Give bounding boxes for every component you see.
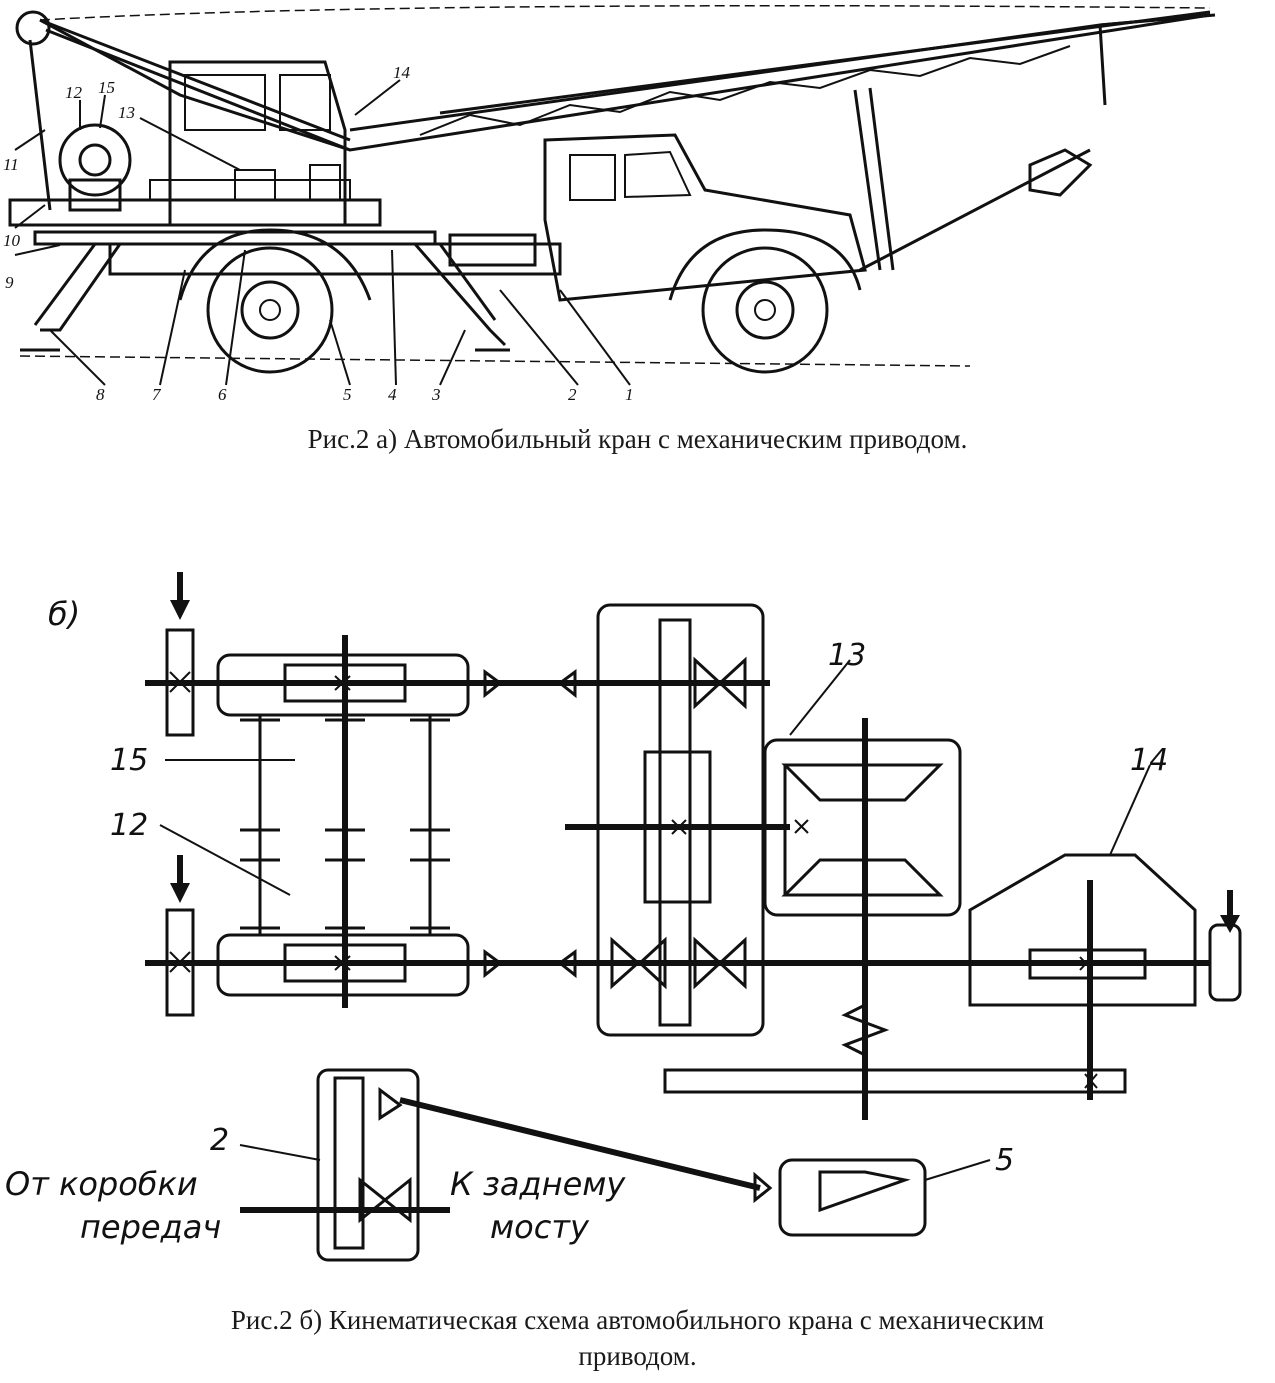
bevel-reverser — [763, 718, 962, 1120]
callout-12: 12 — [65, 83, 83, 102]
scheme-callout-15: 15 — [110, 743, 148, 778]
input-arrow-top — [170, 572, 190, 620]
turntable-gear — [663, 1068, 1127, 1094]
transmission — [8, 164, 382, 227]
input-arrow-bottom — [170, 855, 190, 903]
callout-13: 13 — [118, 103, 135, 122]
figure-b-caption-line2: приводом. — [578, 1341, 697, 1371]
callout-5: 5 — [343, 385, 352, 404]
callout-6: 6 — [218, 385, 227, 404]
callout-15: 15 — [98, 78, 115, 97]
scheme-callout-5: 5 — [995, 1143, 1014, 1178]
rear-fender — [178, 228, 372, 301]
rear-wheel — [206, 246, 334, 374]
power-take-off — [240, 1068, 450, 1262]
truck-cab — [448, 133, 867, 302]
to-rear-axle-label-line1: К заднему — [450, 1165, 626, 1203]
callout-1: 1 — [625, 385, 634, 404]
callout-8: 8 — [96, 385, 105, 404]
transfer-gearbox — [753, 1158, 927, 1237]
callout-4: 4 — [388, 385, 397, 404]
kinematic-scheme: б) — [5, 572, 1242, 1262]
slewing-mechanism — [968, 853, 1242, 1100]
winch-drum — [58, 123, 132, 212]
callout-7: 7 — [152, 385, 162, 404]
winch-drums-block — [216, 635, 470, 1008]
cardan-shaft — [399, 1097, 761, 1191]
figure-a-caption: Рис.2 а) Автомобильный кран с механическ… — [307, 424, 968, 454]
scheme-callout-14: 14 — [1130, 743, 1168, 778]
to-rear-axle-label-line2: мосту — [490, 1208, 590, 1246]
callout-10: 10 — [3, 231, 21, 250]
couplings — [483, 669, 577, 979]
gearbox — [565, 603, 790, 1037]
figure-b-letter: б) — [48, 595, 80, 633]
callout-leaders — [14, 79, 631, 386]
callout-11: 11 — [3, 155, 19, 174]
callout-14: 14 — [393, 63, 411, 82]
callout-3: 3 — [431, 385, 441, 404]
callout-2: 2 — [568, 385, 577, 404]
outriggers — [20, 243, 510, 352]
crane-drawing: 1 2 3 4 5 6 7 8 9 10 11 12 13 14 15 — [3, 4, 1216, 404]
from-gearbox-label-line2: передач — [80, 1208, 221, 1246]
scheme-callout-13: 13 — [828, 638, 866, 673]
figure-b-caption: Рис.2 б) Кинематическая схема автомобиль… — [0, 1302, 1275, 1374]
operator-cabin — [168, 60, 347, 227]
figure-b-caption-line1: Рис.2 б) Кинематическая схема автомобиль… — [230, 1305, 1045, 1335]
front-fender — [668, 228, 862, 301]
callout-9: 9 — [5, 273, 14, 292]
scheme-callout-12: 12 — [110, 808, 148, 843]
front-wheel — [701, 246, 829, 374]
shaft-spring — [841, 1003, 890, 1057]
scheme-leaders — [159, 659, 1151, 1181]
from-gearbox-label-line1: От коробки — [5, 1165, 198, 1203]
scheme-callout-2: 2 — [210, 1123, 229, 1158]
